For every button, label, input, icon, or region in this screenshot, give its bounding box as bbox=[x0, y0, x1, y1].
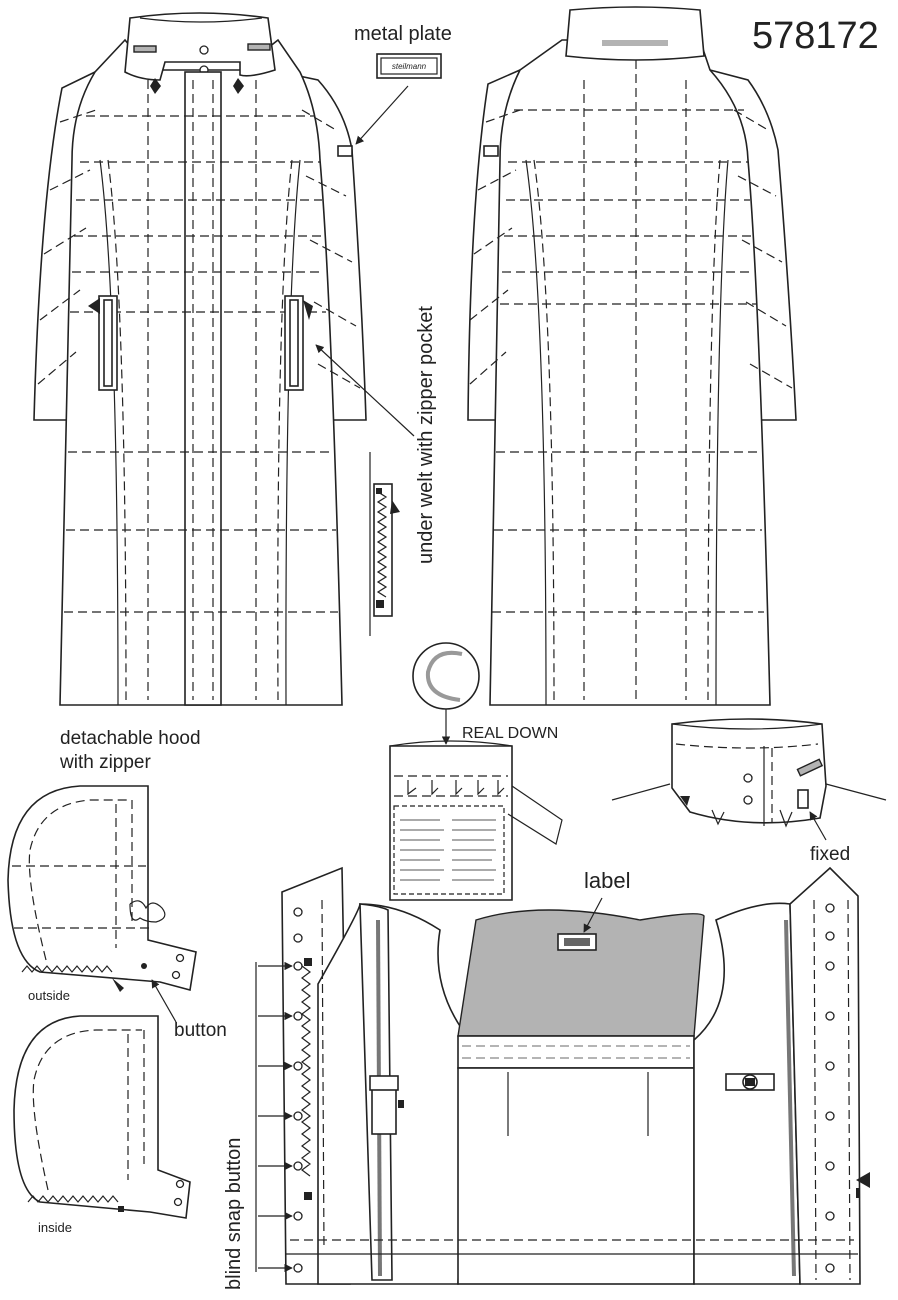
down-pouch bbox=[389, 745, 513, 901]
real-down-label: REAL DOWN bbox=[462, 725, 558, 742]
collar-tab-right bbox=[247, 43, 271, 51]
inside-right-facing bbox=[693, 902, 801, 1285]
hood-inside-label: inside bbox=[38, 1220, 72, 1235]
back-sleeve-metal-plate bbox=[483, 145, 499, 157]
front-collar bbox=[124, 12, 276, 81]
sleeve-metal-plate bbox=[337, 145, 353, 157]
blind-snap-arrows bbox=[255, 961, 293, 1273]
pocket-callout-arrow bbox=[315, 344, 415, 437]
plate-brand-text: steilmann bbox=[392, 62, 427, 71]
metal-plate-label: metal plate bbox=[354, 23, 452, 45]
article-number: 578172 bbox=[752, 15, 879, 57]
back-collar bbox=[565, 6, 705, 61]
detachable-hood-label-2: with zipper bbox=[59, 752, 151, 773]
coat-inside-view bbox=[281, 866, 861, 1285]
fixed-label: fixed bbox=[810, 844, 850, 865]
label-callout: label bbox=[584, 868, 630, 893]
coat-back-view bbox=[467, 6, 797, 706]
front-placket bbox=[184, 71, 222, 706]
collar-tab-left bbox=[133, 45, 157, 53]
collar-detail bbox=[611, 718, 887, 841]
inside-right-front bbox=[789, 866, 861, 1285]
hood-outside-view bbox=[7, 785, 197, 992]
pocket-label: under welt with zipper pocket bbox=[415, 306, 437, 564]
metal-plate-callout: steilmann bbox=[355, 53, 442, 145]
zipper-pocket-detail bbox=[369, 452, 400, 636]
detachable-hood-label: detachable hood bbox=[60, 728, 201, 749]
hood-inside-view bbox=[13, 1015, 191, 1219]
right-snap-buttons bbox=[825, 903, 835, 1273]
inside-back-lining bbox=[457, 909, 705, 1037]
coat-front-view bbox=[33, 12, 367, 706]
left-snap-buttons bbox=[293, 907, 303, 1273]
back-body bbox=[489, 39, 771, 706]
real-down-detail bbox=[389, 642, 563, 901]
blind-snap-label: blind snap button bbox=[223, 1138, 245, 1290]
button-label: button bbox=[174, 1020, 227, 1041]
hood-outside-label: outside bbox=[28, 988, 70, 1003]
